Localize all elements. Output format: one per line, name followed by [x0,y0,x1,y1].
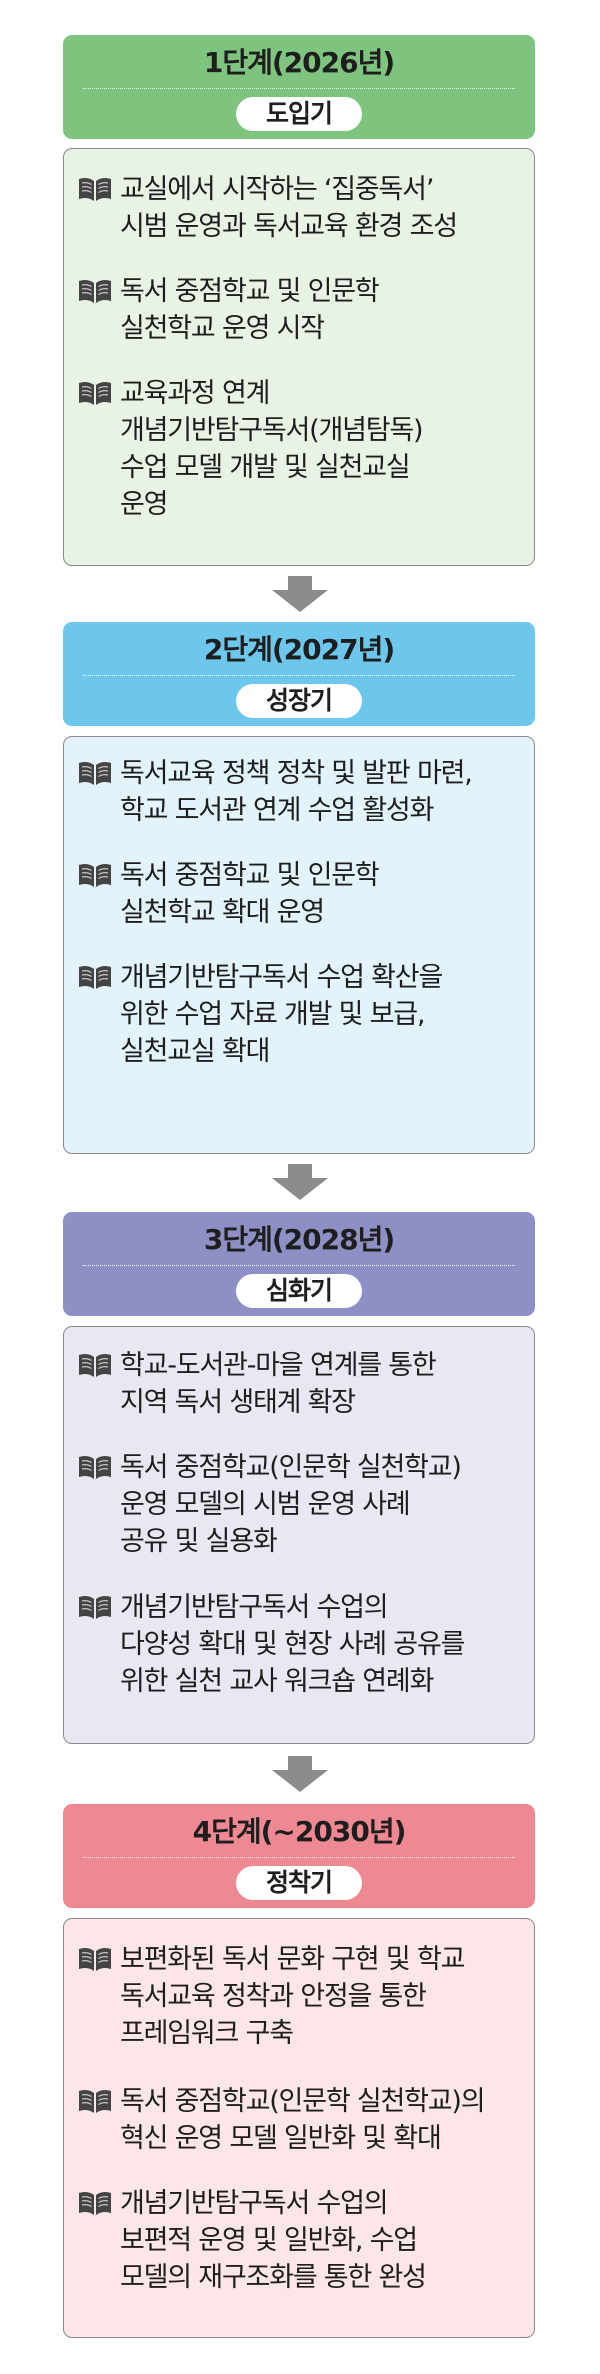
bullet-text: 개념기반탐구독서 수업의 보편적 운영 및 일반화, 수업 모델의 재구조화를 … [120,2188,427,2293]
down-arrow-icon [272,1164,328,1200]
book-icon [78,1352,112,1378]
bullet-text: 독서 중점학교(인문학 실천학교)의 혁신 운영 모델 일반화 및 확대 [120,2086,486,2154]
bullet-text: 개념기반탐구독서 수업의 다양성 확대 및 현장 사례 공유를 위한 실천 교사… [120,1592,465,1697]
book-icon [78,2088,112,2114]
down-arrow-icon [272,576,328,612]
stage-2-title: 2단계(2027년) [203,633,395,666]
bullet-text: 독서교육 정책 정착 및 발판 마련, 학교 도서관 연계 수업 활성화 [120,758,473,826]
bullet-text: 교육과정 연계 개념기반탐구독서(개념탐독) 수업 모델 개발 및 실천교실 운… [120,378,424,520]
stage-4-divider [83,1857,515,1858]
stage-3-title: 3단계(2028년) [203,1223,395,1256]
bullet-text: 개념기반탐구독서 수업 확산을 위한 수업 자료 개발 및 보급, 실천교실 확… [120,962,443,1067]
bullet-text: 독서 중점학교(인문학 실천학교) 운영 모델의 시범 운영 사례 공유 및 실… [120,1452,462,1557]
stage-1-header: 1단계(2026년) 도입기 [63,35,535,139]
stage-4-content-box: 보편화된 독서 문화 구현 및 학교 독서교육 정착과 안정을 통한 프레임워크… [63,1918,535,2338]
bullet-text: 교실에서 시작하는 ‘집중독서’ 시범 운영과 독서교육 환경 조성 [120,174,458,242]
down-arrow-shape [272,576,328,612]
book-icon [78,1594,112,1620]
book-icon [78,862,112,888]
book-icon [78,278,112,304]
book-icon [78,2190,112,2216]
bullet-text: 보편화된 독서 문화 구현 및 학교 독서교육 정착과 안정을 통한 프레임워크… [120,1944,465,2049]
stage-2-content-box: 독서교육 정책 정착 및 발판 마련, 학교 도서관 연계 수업 활성화 독서 … [63,736,535,1154]
book-icon [78,380,112,406]
book-icon [78,964,112,990]
bullet-text: 독서 중점학교 및 인문학 실천학교 확대 운영 [120,860,380,928]
book-icon [78,1946,112,1972]
stage-3-header: 3단계(2028년) 심화기 [63,1212,535,1316]
stage-3-phase-badge: 심화기 [236,1274,362,1308]
down-arrow-shape [272,1756,328,1792]
stage-3-content-box: 학교-도서관-마을 연계를 통한 지역 독서 생태계 확장 독서 중점학교(인문… [63,1326,535,1744]
stage-4-phase-badge: 정착기 [236,1866,362,1900]
stage-1-divider [83,88,515,89]
down-arrow-icon [272,1756,328,1792]
stage-3-divider [83,1265,515,1266]
stage-1-content-box: 교실에서 시작하는 ‘집중독서’ 시범 운영과 독서교육 환경 조성 독서 중점… [63,148,535,566]
book-icon [78,176,112,202]
stage-1-title: 1단계(2026년) [203,46,395,79]
bullet-text: 독서 중점학교 및 인문학 실천학교 운영 시작 [120,276,380,344]
stage-2-header: 2단계(2027년) 성장기 [63,622,535,726]
stage-2-divider [83,675,515,676]
book-icon [78,760,112,786]
stage-4-title: 4단계(~2030년) [192,1815,407,1848]
stage-4-header: 4단계(~2030년) 정착기 [63,1804,535,1908]
stage-1-phase-badge: 도입기 [236,97,362,131]
down-arrow-shape [272,1164,328,1200]
stage-2-phase-badge: 성장기 [236,684,362,718]
book-icon [78,1454,112,1480]
bullet-text: 학교-도서관-마을 연계를 통한 지역 독서 생태계 확장 [120,1350,437,1418]
